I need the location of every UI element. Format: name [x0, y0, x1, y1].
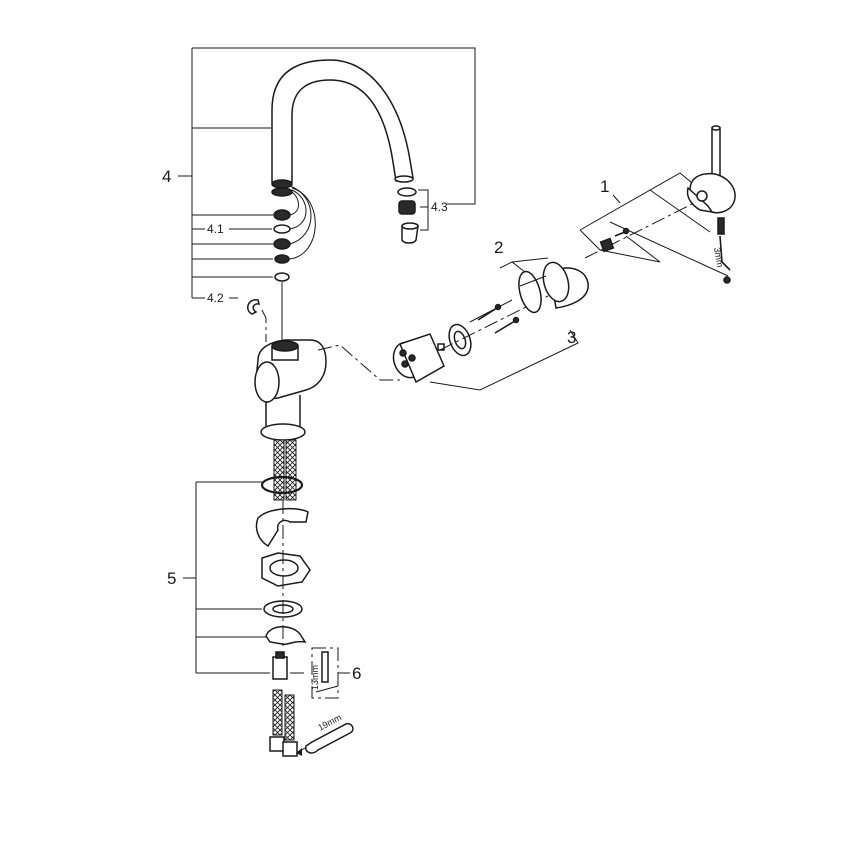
faucet-body — [254, 339, 400, 441]
callout-4-bracket — [178, 47, 476, 299]
set-screw-and-hex-key — [717, 217, 731, 284]
cartridge — [392, 333, 445, 384]
supply-hoses-upper — [273, 439, 297, 501]
label-5: 5 — [167, 569, 176, 588]
callout-5-bracket — [183, 481, 270, 674]
label-2: 2 — [494, 238, 503, 257]
cover-cap — [499, 257, 589, 314]
label-wrench-13mm: 13mm — [310, 665, 320, 690]
mounting-set — [255, 475, 311, 680]
label-hex-key-3mm: 3mm — [712, 247, 725, 268]
c-spout — [271, 59, 414, 183]
supply-hoses-lower — [269, 689, 354, 757]
label-3: 3 — [567, 328, 576, 347]
spout-seals — [271, 179, 316, 340]
threaded-stud-13mm — [290, 647, 350, 699]
label-6: 6 — [352, 664, 361, 683]
label-4: 4 — [162, 167, 171, 186]
label-4-3: 4.3 — [431, 200, 448, 214]
hex-insert — [599, 227, 630, 253]
retaining-nut-and-screws — [429, 289, 579, 391]
aerator-set — [397, 187, 419, 244]
label-4-2: 4.2 — [207, 291, 224, 305]
label-4-1: 4.1 — [207, 222, 224, 236]
label-1: 1 — [600, 177, 609, 196]
lever-handle — [686, 125, 736, 214]
retaining-clip — [247, 299, 267, 342]
